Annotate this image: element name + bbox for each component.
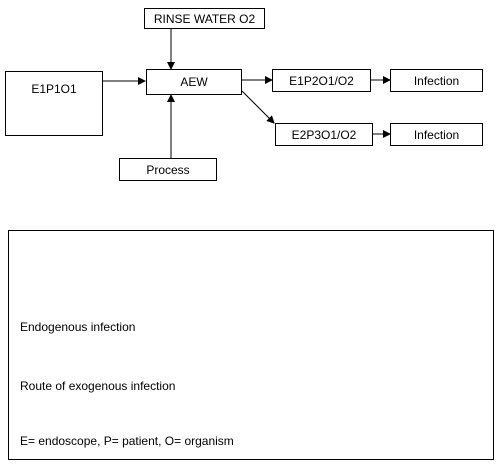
node-aew-label: AEW	[180, 75, 208, 89]
node-rinse-water: RINSE WATER O2	[144, 8, 265, 29]
node-e1p1o1-label: E1P1O1	[31, 82, 77, 96]
node-infection-2-label: Infection	[413, 127, 460, 142]
arrow-aew-to-e2p3o1	[241, 90, 275, 124]
node-e1p2o1-label: E1P2O1/O2	[289, 73, 354, 88]
node-infection-1: Infection	[390, 69, 483, 92]
node-infection-2: Infection	[390, 123, 483, 146]
node-e2p3o1: E2P3O1/O2	[275, 123, 373, 146]
legend-endogenous-label: Endogenous infection	[20, 320, 136, 334]
node-aew: AEW	[146, 69, 242, 95]
legend-box	[8, 230, 494, 460]
node-e1p1o1: E1P1O1	[5, 71, 103, 136]
node-rinse-water-label: RINSE WATER O2	[153, 11, 256, 26]
node-process-label: Process	[146, 162, 190, 177]
legend-key-label: E= endoscope, P= patient, O= organism	[20, 434, 234, 448]
legend-exogenous-label: Route of exogenous infection	[20, 379, 176, 393]
node-infection-1-label: Infection	[413, 73, 460, 88]
node-e1p2o1: E1P2O1/O2	[272, 69, 371, 92]
node-process: Process	[119, 158, 217, 181]
node-e2p3o1-label: E2P3O1/O2	[291, 127, 357, 142]
